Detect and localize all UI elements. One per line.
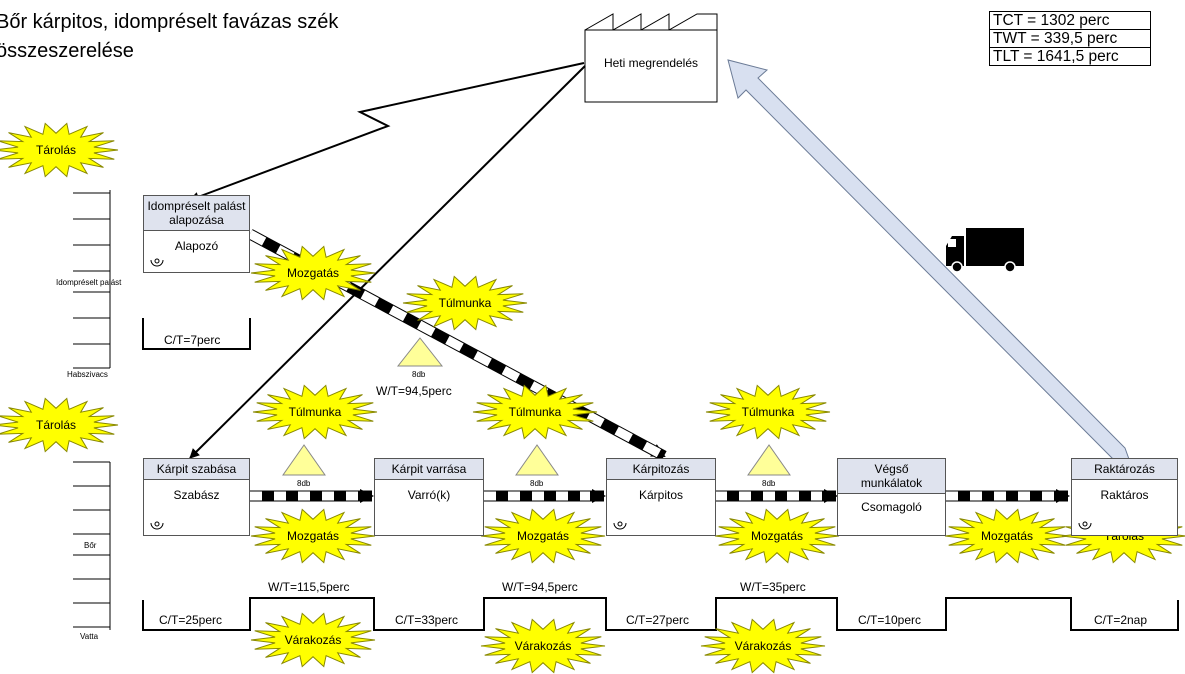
process-header: Végső munkálatok [838,459,945,494]
process-header: Kárpit szabása [144,459,249,480]
ct-box-top [142,318,251,350]
operator-icon [150,521,164,530]
waste-burst-overprocessing [705,384,831,440]
waste-burst-transport [944,508,1070,564]
waste-burst-waiting [250,612,376,668]
waste-label-transport: Mozgatás [287,266,339,280]
info-flow-line [189,65,586,459]
inventory-count: 8db [297,479,311,488]
title-line-2: összeszerelése [0,40,134,62]
waste-burst-transport [480,508,606,564]
waste-burst-transport [250,245,376,301]
waste-label-waiting: Várakozás [285,633,342,647]
inventory-triangle-2 [515,444,559,476]
process-operator: Szabász [173,488,220,502]
inventory-count: 8db [530,479,544,488]
waste-label-transport: Mozgatás [517,529,569,543]
truck-icon [946,228,1024,273]
inventory-triangle-top [396,337,444,367]
process-box-karpitozas: Kárpitozás Kárpitos [606,458,716,536]
waste-label-storage: Tárolás [36,143,76,157]
process-box-raktarozas: Raktározás Raktáros [1071,458,1178,536]
wait-time: W/T=115,5perc [268,580,350,594]
process-header: Idompréselt palást alapozása [144,196,249,231]
waste-burst-waiting [480,618,606,674]
cycle-time: C/T=10perc [858,613,922,627]
process-header: Raktározás [1072,459,1177,480]
process-header: Kárpitozás [607,459,715,480]
process-operator: Csomagoló [861,500,922,514]
wait-time: W/T=35perc [740,580,806,594]
operator-icon [150,258,164,267]
shelf-upper [73,190,111,369]
waste-burst-storage [0,122,119,178]
waste-burst-overprocessing [402,275,528,331]
diagram-title: Bőr kárpitos, idompréselt favázas szék ö… [0,8,338,66]
process-operator: Varró(k) [407,488,451,502]
metric-tlt: TLT = 1641,5 perc [993,48,1119,65]
wait-time: W/T=94,5perc [502,580,578,594]
waste-label-transport: Mozgatás [751,529,803,543]
waste-burst-transport [250,508,376,564]
shelf-lower [73,461,111,630]
metric-twt: TWT = 339,5 perc [990,30,1150,48]
timeline [142,597,1179,631]
process-operator: Raktáros [1100,488,1149,502]
process-operator: Alapozó [174,239,219,253]
waste-label-transport: Mozgatás [981,529,1033,543]
cycle-time-top: C/T=7perc [164,333,221,347]
customer-label: Heti megrendelés [603,56,699,70]
waste-label-overprocessing: Túlmunka [742,405,795,419]
process-operator: Kárpitos [638,488,684,502]
process-box-alapozas: Idompréselt palást alapozása Alapozó [143,195,250,273]
waste-burst-waiting [700,618,826,674]
inventory-count: 8db [412,370,426,379]
waste-label-storage: Tárolás [36,418,76,432]
waste-label-waiting: Várakozás [515,639,572,653]
cycle-time: C/T=33perc [395,613,459,627]
cycle-time: C/T=2nap [1094,613,1148,627]
waste-burst-storage [0,397,119,453]
operator-icon [1078,521,1092,530]
title-line-1: Bőr kárpitos, idompréselt favázas szék [0,11,339,33]
customer-factory [584,13,718,103]
process-box-varras: Kárpit varrása Varró(k) [374,458,484,536]
cycle-time: C/T=25perc [159,613,223,627]
shipment-return-arrow [727,59,1131,463]
waste-burst-overprocessing [472,384,598,440]
inventory-triangle-3 [747,444,791,476]
shelf-label: Vatta [80,632,99,641]
inventory-triangle-1 [282,444,326,476]
waste-label-overprocessing: Túlmunka [439,296,492,310]
inventory-count: 8db [762,479,776,488]
wait-time-top: W/T=94,5perc [376,384,452,398]
info-flow-lightning [189,62,585,202]
waste-burst-overprocessing [252,384,378,440]
process-box-szabas: Kárpit szabása Szabász [143,458,250,536]
operator-icon [613,521,627,530]
metric-tct: TCT = 1302 perc [990,12,1150,30]
process-header: Kárpit varrása [375,459,483,480]
waste-burst-transport [714,508,840,564]
waste-label-waiting: Várakozás [735,639,792,653]
waste-label-transport: Mozgatás [287,529,339,543]
shelf-label: Habszivacs [67,370,108,379]
waste-label-overprocessing: Túlmunka [509,405,562,419]
metrics-box: TCT = 1302 perc TWT = 339,5 perc TLT = 1… [989,11,1151,66]
shelf-label: Idompréselt palást [56,278,122,287]
cycle-time: C/T=27perc [626,613,690,627]
shelf-label: Bőr [84,541,97,550]
process-box-vegso: Végső munkálatok Csomagoló [837,458,946,536]
waste-label-overprocessing: Túlmunka [289,405,342,419]
